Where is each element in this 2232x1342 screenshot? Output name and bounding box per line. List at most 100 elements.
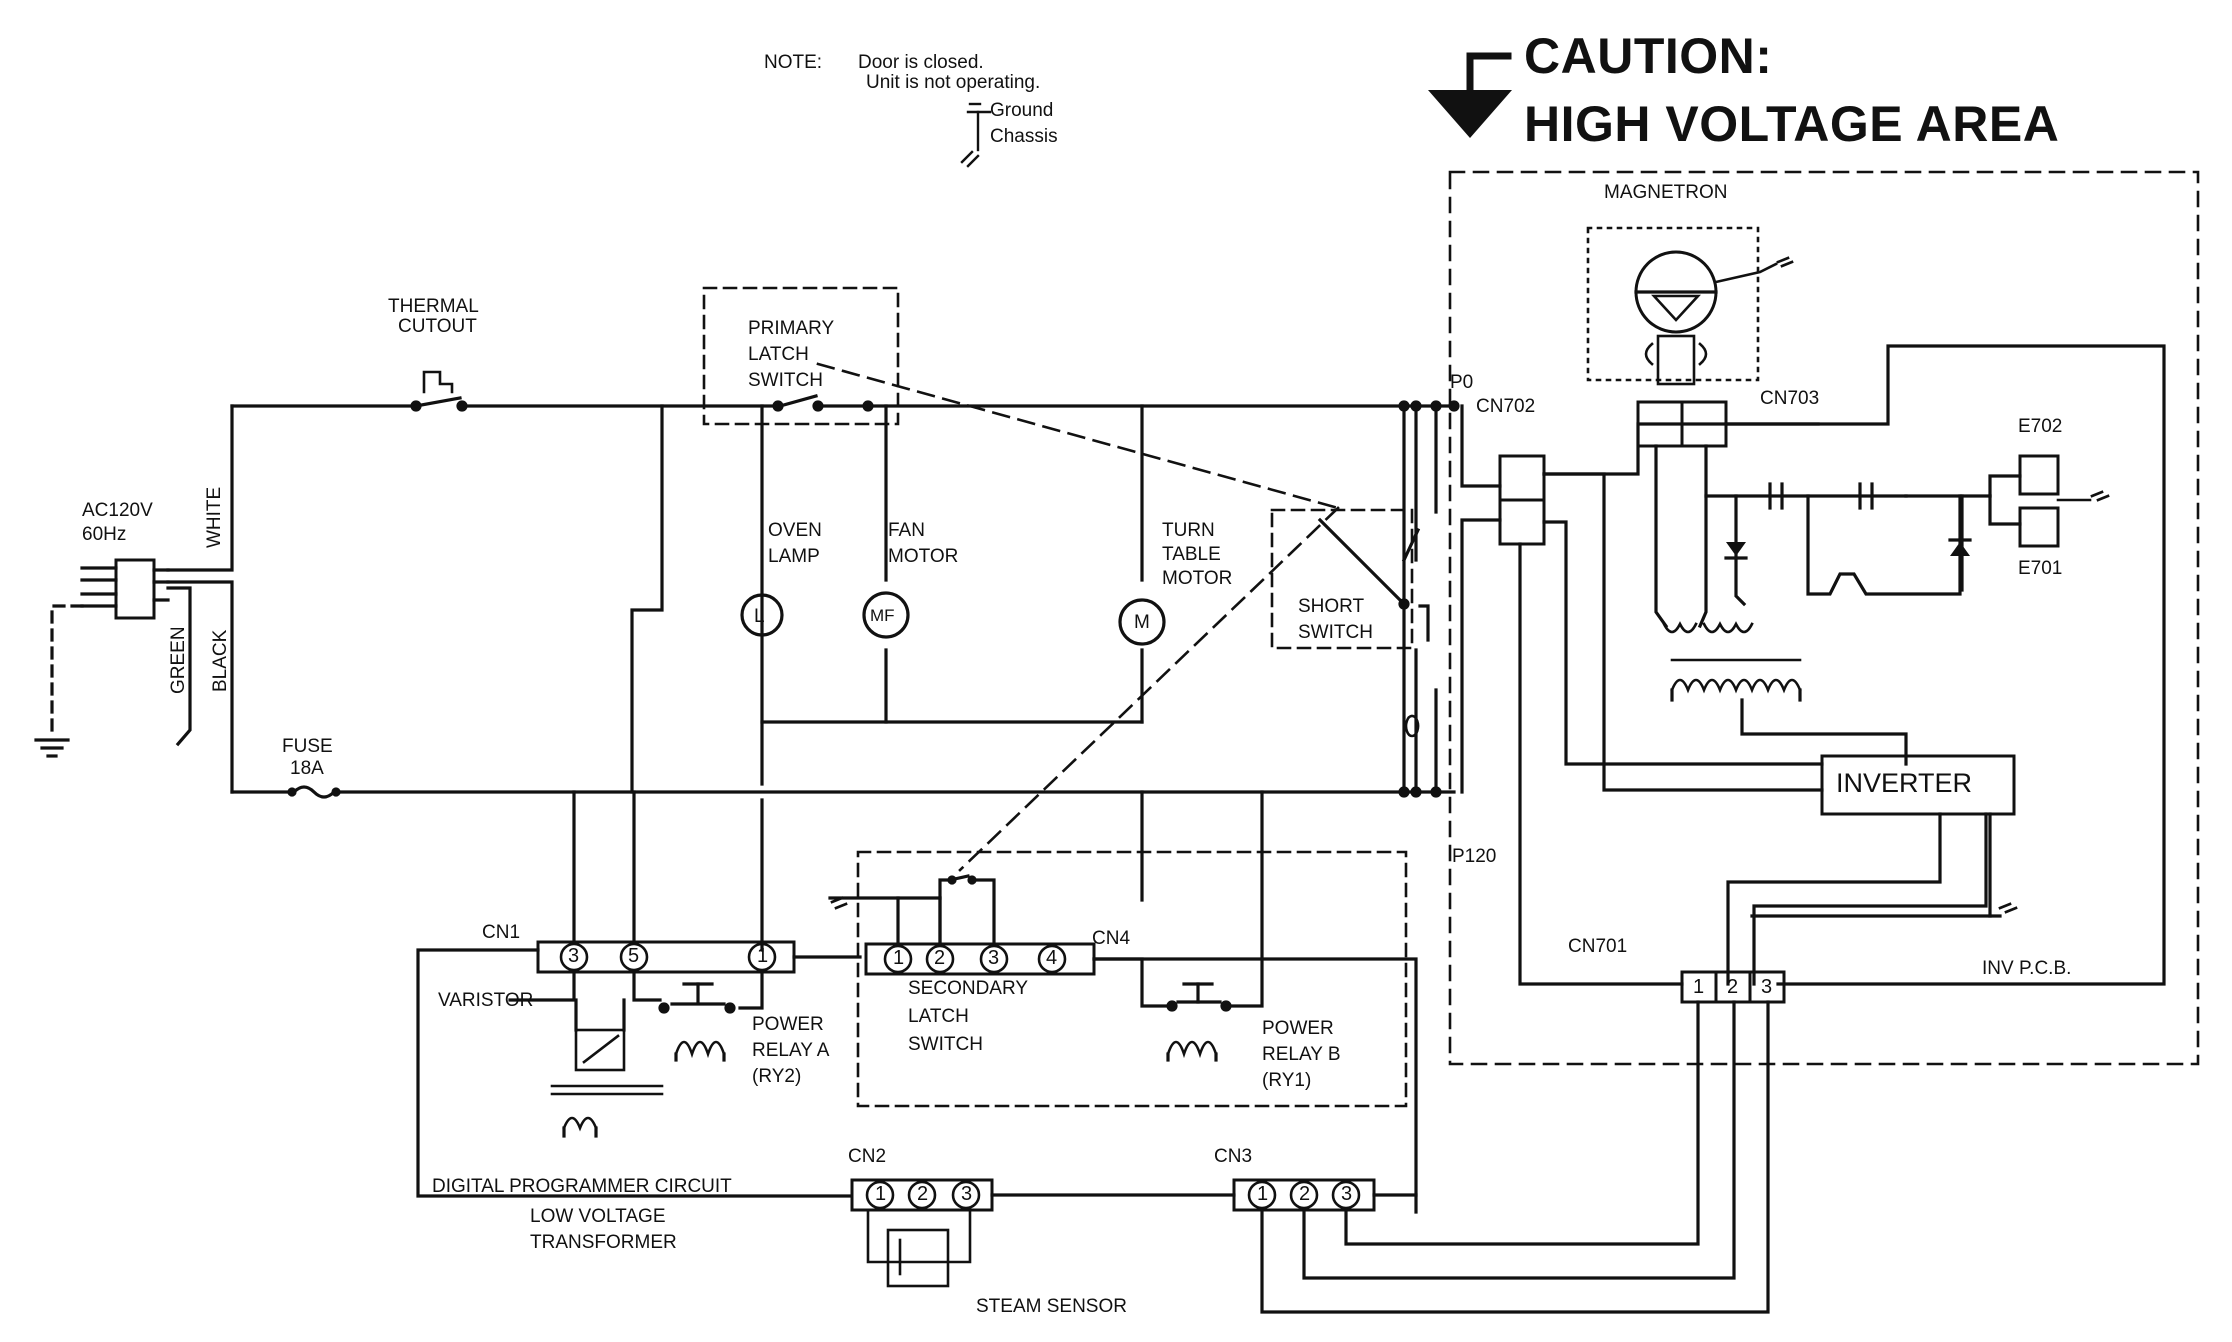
power-relay-b-symbol — [1166, 982, 1232, 1062]
lv-transformer-label-1: LOW VOLTAGE — [530, 1206, 666, 1227]
steam-sensor-symbol — [866, 1208, 972, 1288]
short-switch-symbol — [1317, 404, 1438, 794]
note-door-closed: Door is closed. — [858, 52, 984, 73]
oven-lamp-label-1: OVEN — [768, 520, 822, 541]
cn3-label: CN3 — [1214, 1146, 1253, 1167]
ground-legend-icon — [960, 102, 992, 168]
power-relay-a-symbol — [658, 982, 736, 1062]
cn702-label: CN702 — [1476, 396, 1536, 417]
cn701-pin-2: 2 — [1727, 976, 1739, 998]
thermal-label-2: CUTOUT — [398, 316, 477, 337]
note-ground: Ground — [990, 100, 1054, 121]
cn703-label: CN703 — [1760, 388, 1820, 409]
cn4-pin-1: 1 — [893, 947, 905, 969]
note-prefix: NOTE: — [764, 52, 823, 73]
inverter-box — [1820, 754, 2016, 816]
primary-label-2: LATCH — [748, 344, 809, 365]
fan-motor-label-2: MOTOR — [888, 546, 959, 567]
cn3-pin-3: 3 — [1341, 1183, 1353, 1205]
diode-left-icon — [1724, 542, 1748, 560]
caution-subtitle: HIGH VOLTAGE AREA — [1524, 96, 2060, 152]
ground-symbol-icon — [34, 738, 70, 758]
cn3-pin-1: 1 — [1257, 1183, 1269, 1205]
fuse-symbol — [287, 785, 341, 799]
caution-arrow-icon — [1428, 52, 1512, 138]
diode-right-icon — [1948, 538, 1972, 556]
secondary-label-3: SWITCH — [908, 1034, 983, 1055]
fan-motor-symbol — [862, 591, 910, 639]
green-wire-label: GREEN — [168, 626, 189, 694]
motor-symbol-letter: M — [1134, 612, 1150, 633]
inverter-label: INVERTER — [1836, 768, 1973, 798]
secondary-label-1: SECONDARY — [908, 978, 1029, 999]
cn4-label: CN4 — [1092, 928, 1131, 949]
note-chassis: Chassis — [990, 126, 1058, 147]
e702-label: E702 — [2018, 416, 2063, 437]
fan-symbol-letter: MF — [870, 606, 895, 625]
primary-latch-box — [702, 286, 900, 426]
power-plug-icon — [80, 558, 170, 620]
magnetron-label: MAGNETRON — [1604, 182, 1728, 203]
steam-sensor-label: STEAM SENSOR — [976, 1296, 1127, 1317]
cn701-label: CN701 — [1568, 936, 1628, 957]
cn2-pin-2: 2 — [917, 1183, 929, 1205]
lv-transformer-label-2: TRANSFORMER — [530, 1232, 677, 1253]
short-switch-label-1: SHORT — [1298, 596, 1365, 617]
caution-title: CAUTION: — [1524, 28, 1773, 84]
cn4-pin-2: 2 — [934, 947, 946, 969]
relay-a-label-3: (RY2) — [752, 1066, 802, 1087]
turntable-label-2: TABLE — [1162, 544, 1221, 565]
varistor-symbol — [574, 998, 626, 1072]
ac-voltage-label: AC120V — [82, 500, 153, 521]
cn2-label: CN2 — [848, 1146, 887, 1167]
primary-label-1: PRIMARY — [748, 318, 835, 339]
cn2-pin-1: 1 — [875, 1183, 887, 1205]
p0-label: P0 — [1450, 372, 1474, 393]
p120-label: P120 — [1452, 846, 1497, 867]
cn1-pin-5: 5 — [628, 945, 640, 967]
cn3-pin-2: 2 — [1299, 1183, 1311, 1205]
cn702-connector-symbol — [1498, 454, 1546, 546]
magnetron-tube-symbol — [1634, 250, 1794, 386]
relay-b-label-2: RELAY B — [1262, 1044, 1341, 1065]
primary-latch-switch-symbol — [772, 394, 874, 412]
digital-programmer-label: DIGITAL PROGRAMMER CIRCUIT — [432, 1176, 732, 1197]
cn4-pin-4: 4 — [1046, 947, 1058, 969]
cn1-label: CN1 — [482, 922, 521, 943]
inv-pcb-label: INV P.C.B. — [1982, 958, 2072, 979]
white-wire-label: WHITE — [204, 486, 225, 548]
turntable-label-3: MOTOR — [1162, 568, 1233, 589]
secondary-label-2: LATCH — [908, 1006, 969, 1027]
thermal-cutout-symbol — [410, 370, 468, 412]
oven-lamp-symbol — [740, 593, 784, 637]
fuse-label-2: 18A — [290, 758, 324, 779]
relay-a-label-2: RELAY A — [752, 1040, 830, 1061]
cn2-pin-3: 3 — [961, 1183, 973, 1205]
high-voltage-area-box — [1448, 170, 2200, 1066]
transformer-coil-symbol — [1670, 658, 1802, 702]
oven-lamp-label-2: LAMP — [768, 546, 820, 567]
cn1-pin-3: 3 — [568, 945, 580, 967]
fuse-label-1: FUSE — [282, 736, 333, 757]
cn4-pin-3: 3 — [988, 947, 1000, 969]
cn1-pin-1: 1 — [757, 945, 769, 967]
low-voltage-transformer-symbol — [550, 1084, 664, 1138]
e702-terminal-icon — [1988, 454, 2110, 548]
relay-a-label-1: POWER — [752, 1014, 824, 1035]
black-wire-label: BLACK — [210, 629, 231, 692]
lamp-symbol-letter: L — [754, 606, 765, 627]
cn701-pin-3: 3 — [1761, 976, 1773, 998]
e701-label: E701 — [2018, 558, 2063, 579]
turntable-motor-symbol — [1118, 598, 1166, 646]
primary-label-3: SWITCH — [748, 370, 823, 391]
relay-b-label-3: (RY1) — [1262, 1070, 1312, 1091]
ac-freq-label: 60Hz — [82, 524, 127, 545]
thermal-label-1: THERMAL — [388, 296, 479, 317]
note-not-operating: Unit is not operating. — [866, 72, 1041, 93]
cn701-pin-1: 1 — [1693, 976, 1705, 998]
short-switch-box — [1270, 508, 1414, 650]
varistor-label: VARISTOR — [438, 990, 534, 1011]
relay-b-label-1: POWER — [1262, 1018, 1334, 1039]
